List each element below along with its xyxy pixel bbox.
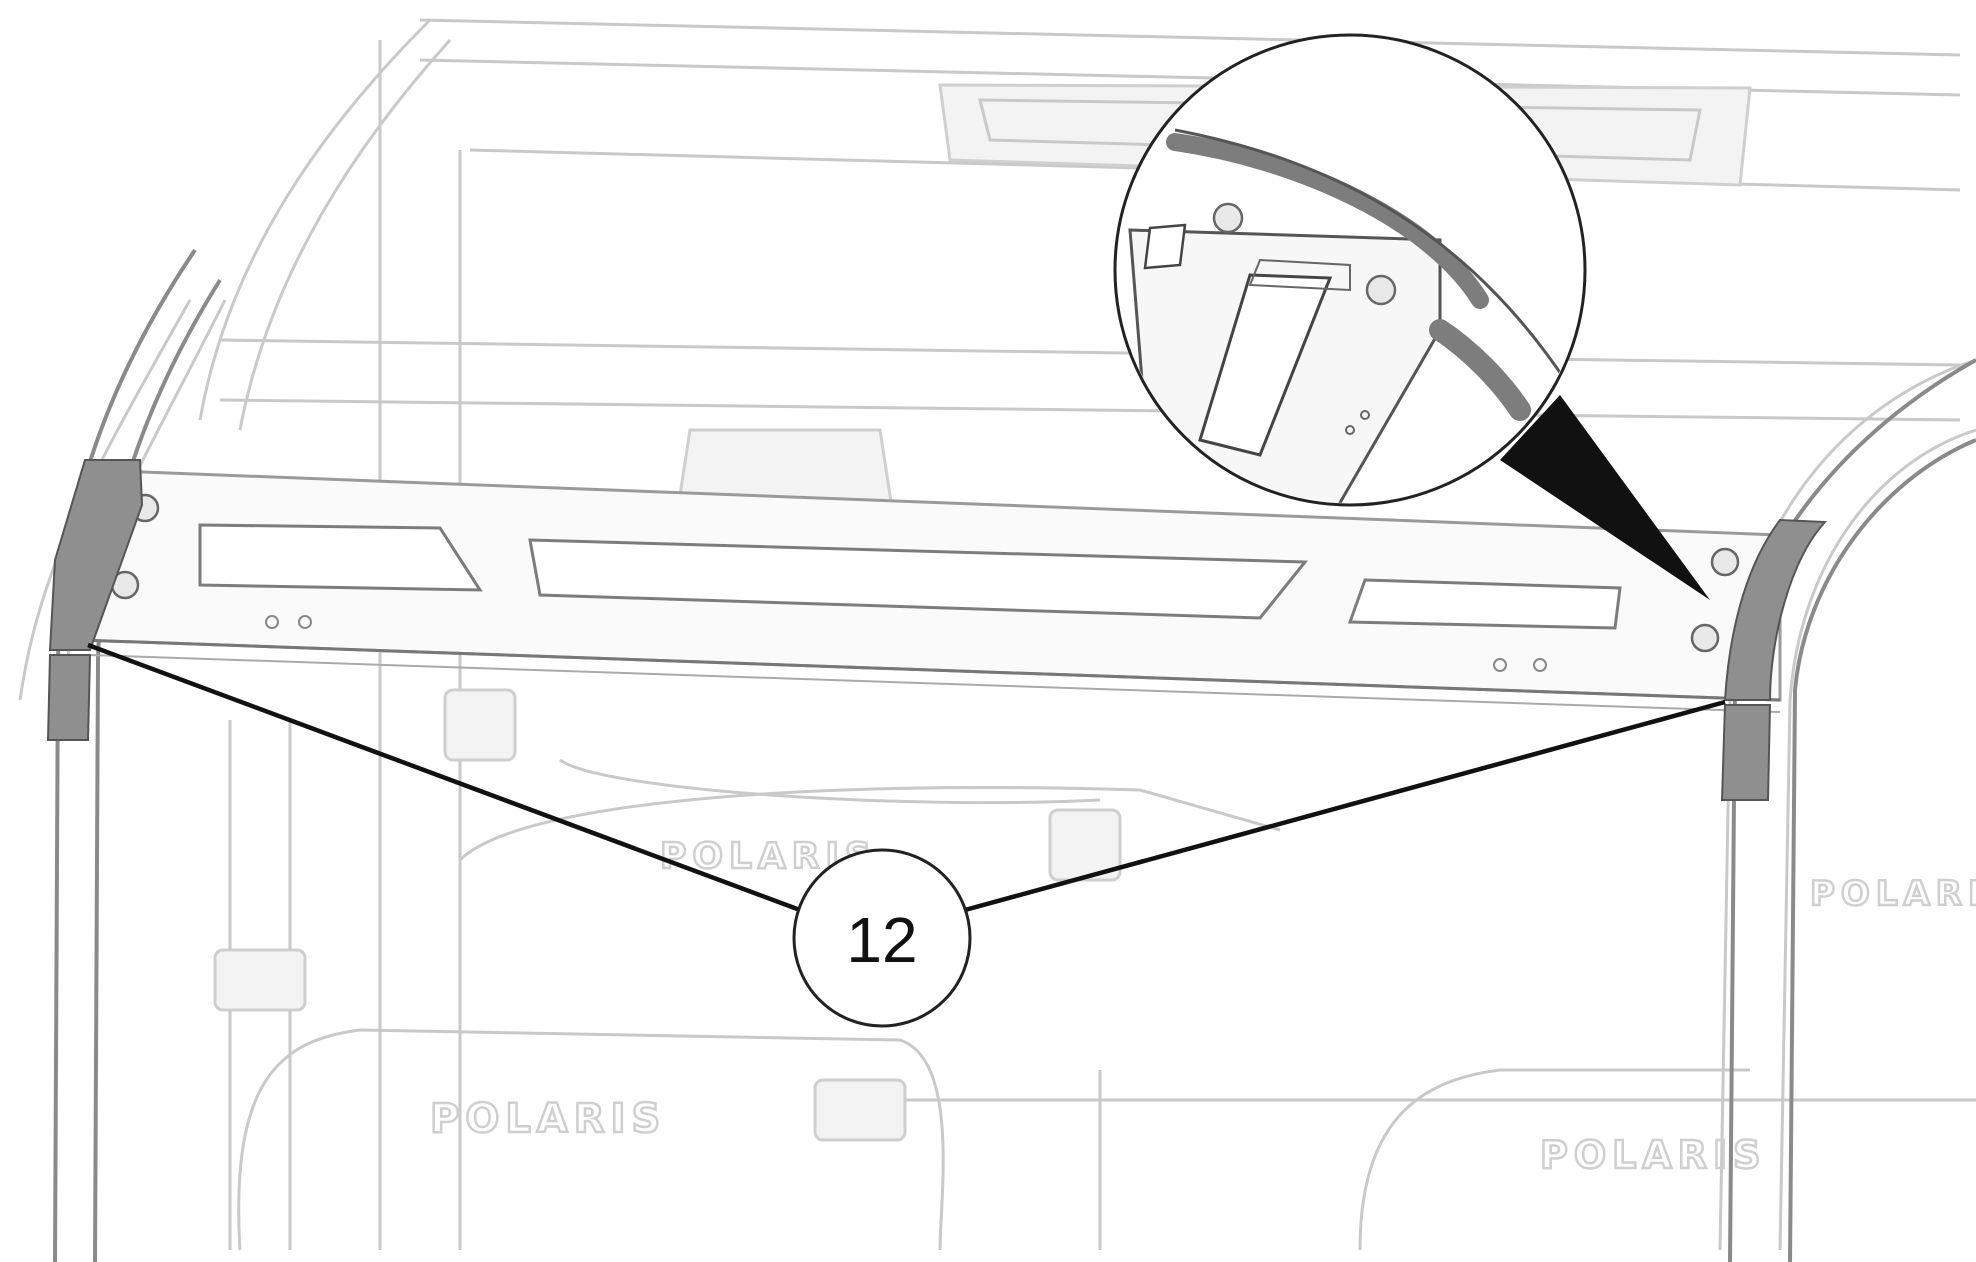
ghost-brand-text-4: POLARIS bbox=[1810, 874, 1976, 914]
bolt-icon bbox=[1710, 547, 1740, 577]
ghost-brand-text-3: POLARIS bbox=[1540, 1133, 1767, 1177]
callout-leaders bbox=[87, 642, 1726, 913]
end-pad-right-lower bbox=[1720, 704, 1772, 801]
callout-label: 12 bbox=[846, 904, 917, 976]
cross-bar-panel bbox=[46, 459, 1828, 801]
ghost-brand-text-1: POLARIS bbox=[430, 1096, 666, 1142]
ghost-brand-marks: POLARIS POLARIS POLARIS POLARIS bbox=[429, 835, 1976, 1179]
end-pad-right bbox=[1723, 518, 1828, 701]
bolt-icon bbox=[1690, 623, 1720, 653]
end-pad-left bbox=[48, 459, 144, 651]
slot-left bbox=[198, 523, 483, 592]
slot-center bbox=[528, 538, 1309, 620]
slot-right bbox=[1347, 578, 1622, 630]
end-pad-left-lower bbox=[46, 654, 92, 741]
callout-12: 12 bbox=[792, 848, 972, 1028]
detail-magnifier bbox=[1113, 33, 1710, 600]
